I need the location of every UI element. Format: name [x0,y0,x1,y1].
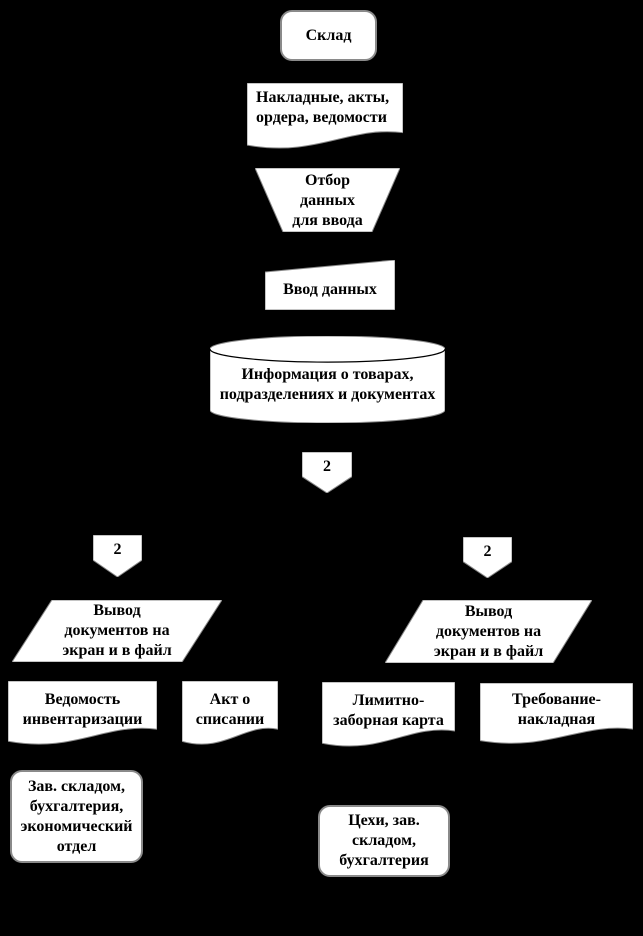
node-label: Цехи, зав. складом, бухгалтерия [339,812,429,869]
node-output-right: Вывод документов на экран и в файл [385,600,592,663]
node-label: Отбор данных для ввода [292,172,363,229]
rounded-rectangle-shape [10,770,143,863]
node-doc-inventory: Ведомость инвентаризации [8,681,157,748]
manual-input-shape [265,260,395,310]
node-doc-demand-note: Требование- накладная [480,683,633,747]
document-shape [322,682,455,750]
node-label: Требование- накладная [512,691,601,728]
manual-operation-shape [255,168,400,232]
node-recipients-center: Цехи, зав. складом, бухгалтерия [318,805,450,877]
rounded-rectangle-shape [318,805,450,877]
cylinder-shape [210,336,445,423]
rounded-rectangle-shape [280,10,377,61]
node-doc-limit-card: Лимитно- заборная карта [322,682,455,750]
node-label: Вывод документов на экран и в файл [62,602,172,659]
node-connector-main: 2 [302,452,352,493]
node-connector-right: 2 [463,537,512,578]
node-label: Накладные, акты, ордера, ведомости [256,89,390,126]
node-label: Зав. складом, бухгалтерия, экономический… [20,777,133,855]
node-label: 2 [483,542,492,560]
document-shape [182,681,278,748]
node-label: 2 [113,541,122,558]
node-doc-writeoff: Акт о списании [182,681,278,748]
node-label: Склад [305,26,352,44]
node-label: Информация о товарах, подразделениях и д… [219,365,436,403]
document-shape [8,681,157,748]
off-page-connector-shape [302,452,352,493]
node-data-input: Ввод данных [265,260,395,310]
node-recipients-left: Зав. складом, бухгалтерия, экономический… [10,770,143,863]
node-label: 2 [323,457,331,475]
node-sklad: Склад [280,10,377,61]
parallelogram-shape [12,600,222,662]
parallelogram-shape [385,600,592,663]
document-shape [480,683,633,747]
node-connector-left: 2 [93,535,142,577]
node-label: Ведомость инвентаризации [22,690,143,728]
node-label: Лимитно- заборная карта [333,692,444,729]
off-page-connector-shape [463,537,512,578]
node-label: Вывод документов на экран и в файл [433,602,544,660]
node-label: Ввод данных [283,281,377,298]
off-page-connector-shape [93,535,142,577]
node-label: Акт о списании [195,690,265,728]
node-top-document: Накладные, акты, ордера, ведомости [247,83,403,152]
node-output-left: Вывод документов на экран и в файл [12,600,222,662]
node-database: Информация о товарах, подразделениях и д… [210,336,445,423]
document-shape [247,83,403,152]
node-selection: Отбор данных для ввода [255,168,400,232]
